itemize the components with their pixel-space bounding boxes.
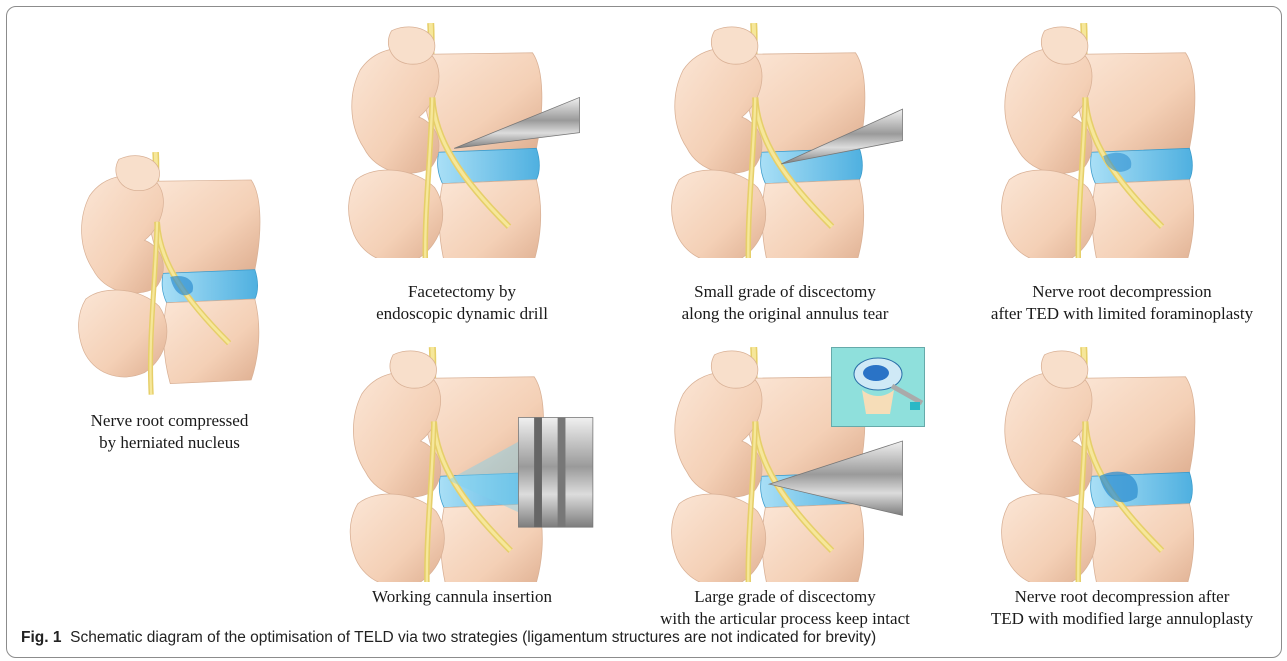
panel-facetectomy-illustration <box>312 23 612 258</box>
label-small-discectomy-line2: along the original annulus tear <box>635 303 935 325</box>
label-initial-line2: by herniated nucleus <box>47 432 292 454</box>
label-cannula: Working cannula insertion <box>312 586 612 608</box>
panel-cannula-illustration <box>312 347 627 582</box>
label-limited-foraminoplasty-line1: Nerve root decompression <box>962 281 1282 303</box>
label-small-discectomy-line1: Small grade of discectomy <box>635 281 935 303</box>
label-limited-foraminoplasty: Nerve root decompression after TED with … <box>962 281 1282 325</box>
label-limited-foraminoplasty-line2: after TED with limited foraminoplasty <box>962 303 1282 325</box>
label-large-discectomy-line1: Large grade of discectomy <box>635 586 935 608</box>
label-large-discectomy-line2: with the articular process keep intact <box>635 608 935 630</box>
panel-initial-illustration <box>35 152 335 402</box>
label-initial: Nerve root compressed by herniated nucle… <box>47 410 292 454</box>
label-cannula-line1: Working cannula insertion <box>312 586 612 608</box>
caption-text: Schematic diagram of the optimisation of… <box>70 629 876 646</box>
label-large-annuloplasty-line2: TED with modified large annuloplasty <box>962 608 1282 630</box>
label-facetectomy-line1: Facetectomy by <box>312 281 612 303</box>
label-large-annuloplasty: Nerve root decompression after TED with … <box>962 586 1282 630</box>
caption-label: Fig. 1 <box>21 629 61 646</box>
label-small-discectomy: Small grade of discectomy along the orig… <box>635 281 935 325</box>
label-initial-line1: Nerve root compressed <box>47 410 292 432</box>
figure-frame: Nerve root compressed by herniated nucle… <box>6 6 1282 658</box>
panel-large-annuloplasty-illustration <box>975 347 1255 582</box>
label-large-discectomy: Large grade of discectomy with the artic… <box>635 586 935 630</box>
label-large-annuloplasty-line1: Nerve root decompression after <box>962 586 1282 608</box>
figure-caption: Fig. 1 Schematic diagram of the optimisa… <box>21 629 1271 647</box>
label-facetectomy-line2: endoscopic dynamic drill <box>312 303 612 325</box>
label-facetectomy: Facetectomy by endoscopic dynamic drill <box>312 281 612 325</box>
axial-view-inset <box>831 347 925 427</box>
panel-limited-foraminoplasty-illustration <box>975 23 1255 258</box>
panel-small-discectomy-illustration <box>635 23 935 258</box>
